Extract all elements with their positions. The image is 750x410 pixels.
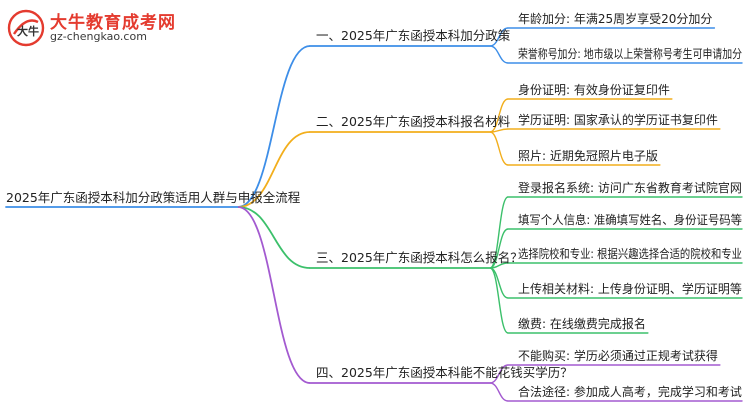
branch-connector: [237, 206, 311, 269]
leaf-connector: [489, 27, 509, 47]
leaf-connector: [489, 45, 509, 64]
logo-title: 大牛教育成考网: [50, 13, 176, 33]
leaf-connector: [489, 382, 509, 402]
branch-topic-2: 二、2025年广东函授本科报名材料: [316, 114, 511, 129]
leaf-topic: 填写个人信息: 准确填写姓名、身份证号码等: [518, 213, 743, 227]
leaf-topic: 身份证明: 有效身份证复印件: [518, 83, 670, 97]
branch-connector: [237, 131, 311, 208]
leaf-connector: [489, 98, 509, 133]
leaf-connector: [489, 228, 509, 269]
svg-text:大牛: 大牛: [17, 24, 39, 38]
branch-connector: [237, 206, 311, 384]
leaf-topic: 登录报名系统: 访问广东省教育考试院官网: [518, 181, 742, 195]
leaf-connector: [489, 364, 509, 384]
branch-connector: [237, 45, 311, 208]
site-logo[interactable]: 大牛 大牛教育成考网 gz-chengkao.com: [6, 6, 186, 50]
leaf-topic: 不能购买: 学历必须通过正规考试获得: [518, 349, 718, 363]
leaf-topic: 合法途径: 参加成人高考，完成学习和考试: [518, 385, 742, 399]
leaf-topic: 照片: 近期免冠照片电子版: [518, 149, 658, 163]
leaf-topic: 上传相关材料: 上传身份证明、学历证明等: [518, 282, 742, 296]
branch-topic-1: 一、2025年广东函授本科加分政策: [316, 28, 511, 43]
leaf-topic: 年龄加分: 年满25周岁享受20分加分: [518, 12, 713, 26]
leaf-connector: [489, 267, 509, 299]
leaf-connector: [489, 267, 509, 334]
logo-url: gz-chengkao.com: [50, 30, 147, 43]
leaf-topic: 荣誉称号加分: 地市级以上荣誉称号考生可申请加分: [518, 47, 743, 61]
leaf-topic: 学历证明: 国家承认的学历证书复印件: [518, 113, 718, 127]
root-topic: 2025年广东函授本科加分政策适用人群与申报全流程: [6, 190, 301, 205]
branch-topic-3: 三、2025年广东函授本科怎么报名？: [316, 250, 523, 265]
branch-topic-4: 四、2025年广东函授本科能不能花钱买学历？: [316, 365, 573, 380]
logo-mark-icon: 大牛: [7, 9, 45, 47]
leaf-topic: 缴费: 在线缴费完成报名: [518, 317, 646, 331]
leaf-topic: 选择院校和专业: 根据兴趣选择合适的院校和专业: [518, 247, 742, 261]
leaf-connector: [489, 131, 509, 166]
